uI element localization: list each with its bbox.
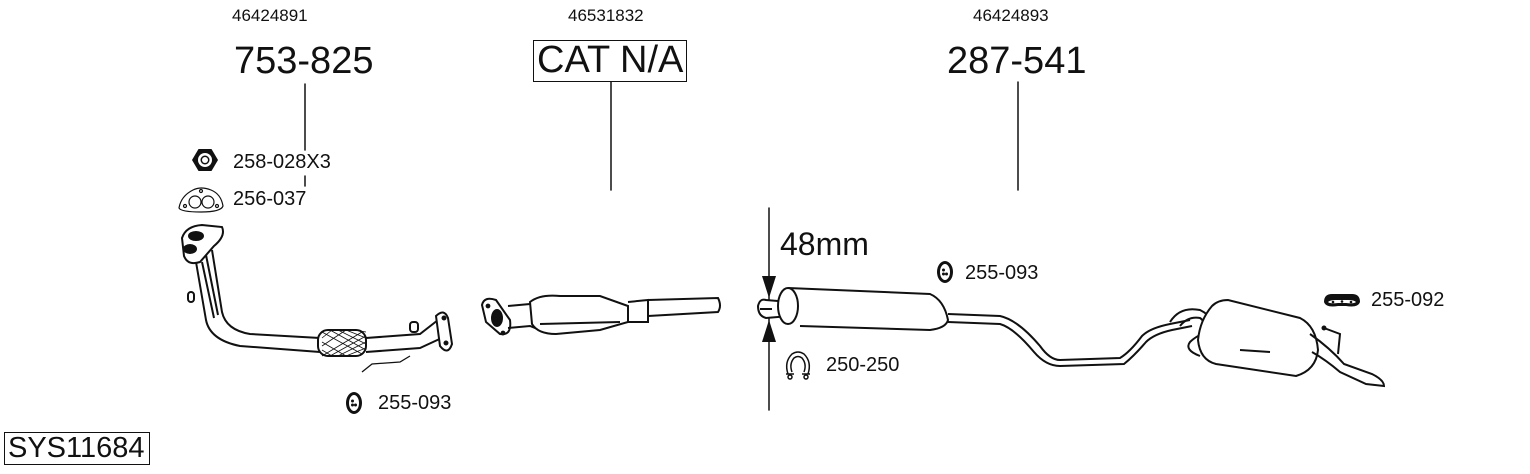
- rubber-hanger-icon: [937, 261, 953, 283]
- pipe-clamp-icon: [785, 351, 811, 380]
- accessory-code[interactable]: 255-092: [1371, 289, 1445, 311]
- accessory-code[interactable]: 250-250: [826, 354, 900, 376]
- system-code: SYS11684: [4, 432, 150, 466]
- part-number[interactable]: 753-825: [234, 40, 374, 82]
- rear-silencer-drawing: [1169, 298, 1386, 388]
- hex-nut-icon: [192, 149, 218, 171]
- front-pipe-drawing: [180, 223, 454, 373]
- oem-number: 46424891: [232, 6, 308, 25]
- accessory-code[interactable]: 258-028X3: [233, 151, 331, 173]
- rubber-strap-mount-icon: [1324, 294, 1360, 307]
- rubber-hanger-icon: [346, 392, 362, 414]
- catalytic-converter-drawing: [480, 294, 721, 336]
- oem-number: 46424893: [973, 6, 1049, 25]
- oem-number: 46531832: [568, 6, 644, 25]
- flange-gasket-icon: [178, 187, 224, 213]
- part-number[interactable]: 287-541: [947, 40, 1087, 82]
- pipe-diameter-label: 48mm: [780, 226, 869, 262]
- dimension-arrows-icon: [762, 276, 776, 342]
- accessory-code[interactable]: 256-037: [233, 188, 307, 210]
- part-number-boxed: CAT N/A: [533, 40, 688, 82]
- centre-silencer-drawing: [756, 287, 1193, 368]
- accessory-code[interactable]: 255-093: [965, 262, 1039, 284]
- accessory-code[interactable]: 255-093: [378, 392, 452, 414]
